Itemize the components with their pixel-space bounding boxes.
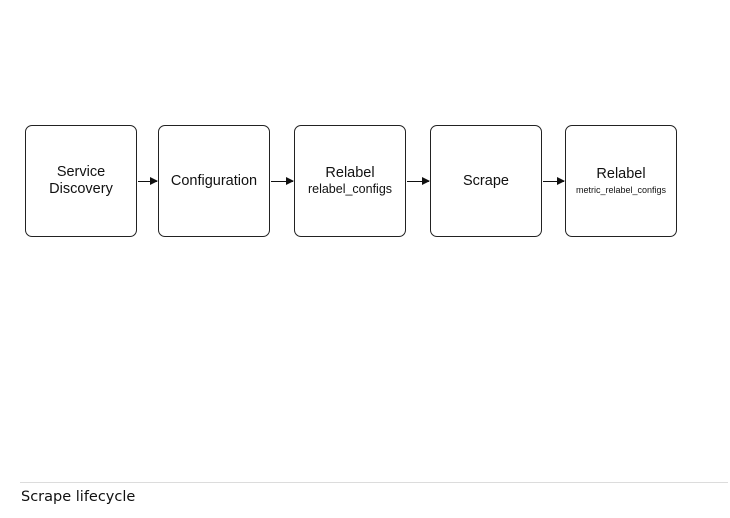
- node-title: Relabel: [596, 166, 646, 182]
- node-service-discovery: Service Discovery: [25, 125, 137, 237]
- node-scrape: Scrape: [430, 125, 542, 237]
- node-relabel: Relabel relabel_configs: [294, 125, 406, 237]
- figure-caption: Scrape lifecycle: [21, 489, 136, 505]
- node-title: Configuration: [170, 172, 258, 189]
- node-subtitle: metric_relabel_configs: [575, 185, 667, 195]
- node-subtitle: relabel_configs: [307, 182, 393, 196]
- node-metric-relabel: Relabel metric_relabel_configs: [565, 125, 677, 237]
- node-configuration: Configuration: [158, 125, 270, 237]
- caption-divider: [20, 482, 728, 483]
- arrow-3: [407, 177, 430, 185]
- arrow-4: [543, 177, 565, 185]
- lifecycle-diagram: Service Discovery Configuration Relabel …: [25, 125, 677, 237]
- arrow-1: [138, 177, 158, 185]
- node-title: Scrape: [463, 172, 509, 189]
- node-title: Service Discovery: [49, 164, 113, 197]
- node-title: Relabel: [325, 165, 375, 181]
- arrow-2: [271, 177, 294, 185]
